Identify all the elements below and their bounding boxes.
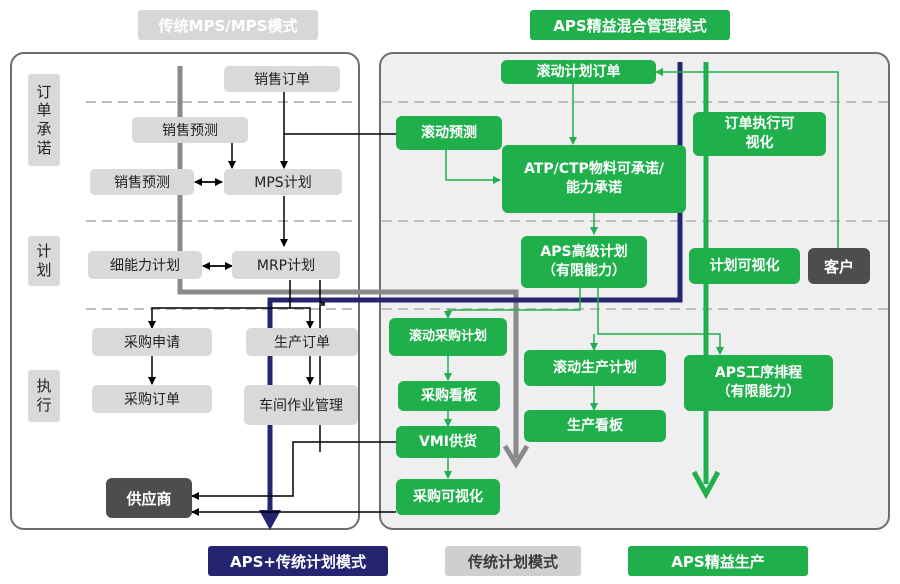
- aps-advanced-plan-box: APS高级计划（有限能力）: [521, 236, 647, 288]
- side-label-order: 订单承诺: [28, 74, 60, 166]
- mrp-plan-box: MRP计划: [232, 251, 340, 279]
- rolling-order-box: 滚动计划订单: [501, 60, 656, 84]
- side-label-execute: 执行: [28, 370, 60, 422]
- production-order-box: 生产订单: [246, 328, 358, 356]
- supplier-box: 供应商: [106, 478, 192, 518]
- traditional-mps-header: 传统MPS/MPS模式: [138, 10, 318, 40]
- purchase-order-box: 采购订单: [92, 385, 212, 413]
- rolling-purchase-box: 滚动采购计划: [389, 318, 507, 356]
- capacity-plan-box: 细能力计划: [88, 251, 202, 279]
- workshop-mgmt-box: 车间作业管理: [244, 385, 358, 425]
- sales-forecast-box-2: 销售预测: [90, 169, 194, 195]
- side-label-plan: 计划: [28, 236, 60, 286]
- plan-visual-box: 计划可视化: [689, 248, 800, 284]
- aps-schedule-box: APS工序排程（有限能力）: [684, 355, 833, 411]
- legend-aps-lean: APS精益生产: [628, 546, 808, 576]
- purchase-request-box: 采购申请: [92, 328, 212, 356]
- mps-plan-box: MPS计划: [224, 169, 342, 195]
- customer-box: 客户: [808, 248, 870, 284]
- vmi-supply-box: VMI供货: [396, 426, 500, 458]
- sales-forecast-box-1: 销售预测: [132, 117, 248, 143]
- atp-ctp-box: ATP/CTP物料可承诺/能力承诺: [502, 145, 686, 213]
- order-exec-visual-box: 订单执行可视化: [693, 112, 826, 156]
- aps-lean-header: APS精益混合管理模式: [530, 10, 730, 40]
- production-kanban-box: 生产看板: [524, 410, 666, 442]
- legend-traditional: 传统计划模式: [445, 546, 581, 576]
- purchase-kanban-box: 采购看板: [398, 381, 500, 411]
- rolling-forecast-box: 滚动预测: [396, 116, 502, 150]
- legend-aps-traditional: APS+传统计划模式: [208, 546, 388, 576]
- rolling-production-box: 滚动生产计划: [524, 350, 666, 386]
- purchase-visual-box: 采购可视化: [396, 479, 500, 515]
- separator-lines: [86, 101, 888, 310]
- sales-order-box: 销售订单: [224, 66, 340, 92]
